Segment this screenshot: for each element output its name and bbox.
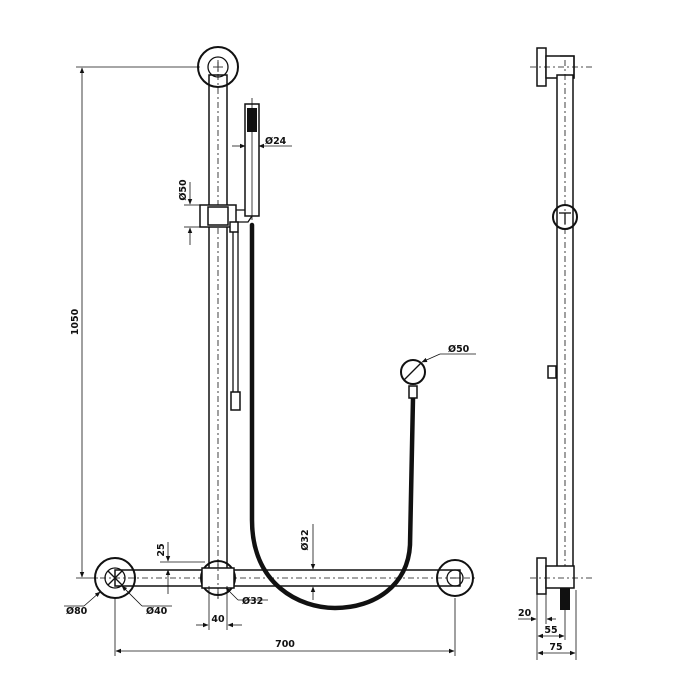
dimension-diameter-50-elbow: Ø50 — [448, 344, 470, 355]
dimension-lines: 1050 Ø24 Ø50 Ø50 Ø32 25 Ø80 Ø40 — [64, 66, 476, 656]
right-end-flange — [436, 559, 474, 597]
dimension-75: 75 — [549, 642, 562, 653]
dimension-diameter-24: Ø24 — [265, 136, 287, 147]
slider-rod — [230, 232, 241, 411]
vertical-rail — [208, 60, 228, 600]
front-view — [94, 46, 475, 611]
wall-elbow-outlet — [400, 359, 426, 399]
dimension-diameter-50-slider: Ø50 — [178, 179, 189, 201]
dimension-1050: 1050 — [70, 308, 81, 335]
hand-shower — [244, 98, 260, 220]
dimension-diameter-80: Ø80 — [66, 606, 88, 617]
dimension-700: 700 — [275, 639, 295, 650]
middle-junction — [200, 560, 236, 600]
side-view — [530, 47, 592, 610]
horizontal-rail — [100, 569, 475, 587]
dimension-40: 40 — [211, 614, 225, 625]
dimension-20: 20 — [518, 608, 532, 619]
dimension-diameter-40: Ø40 — [146, 606, 168, 617]
dimension-diameter-32-rail: Ø32 — [242, 596, 263, 607]
slider-bracket — [199, 204, 253, 233]
shower-hose — [249, 222, 416, 611]
dimension-diameter-32-hose: Ø32 — [300, 529, 311, 550]
dimension-25: 25 — [156, 543, 167, 556]
dimension-55: 55 — [544, 625, 557, 636]
side-dimension-lines: 20 55 75 — [518, 590, 577, 660]
